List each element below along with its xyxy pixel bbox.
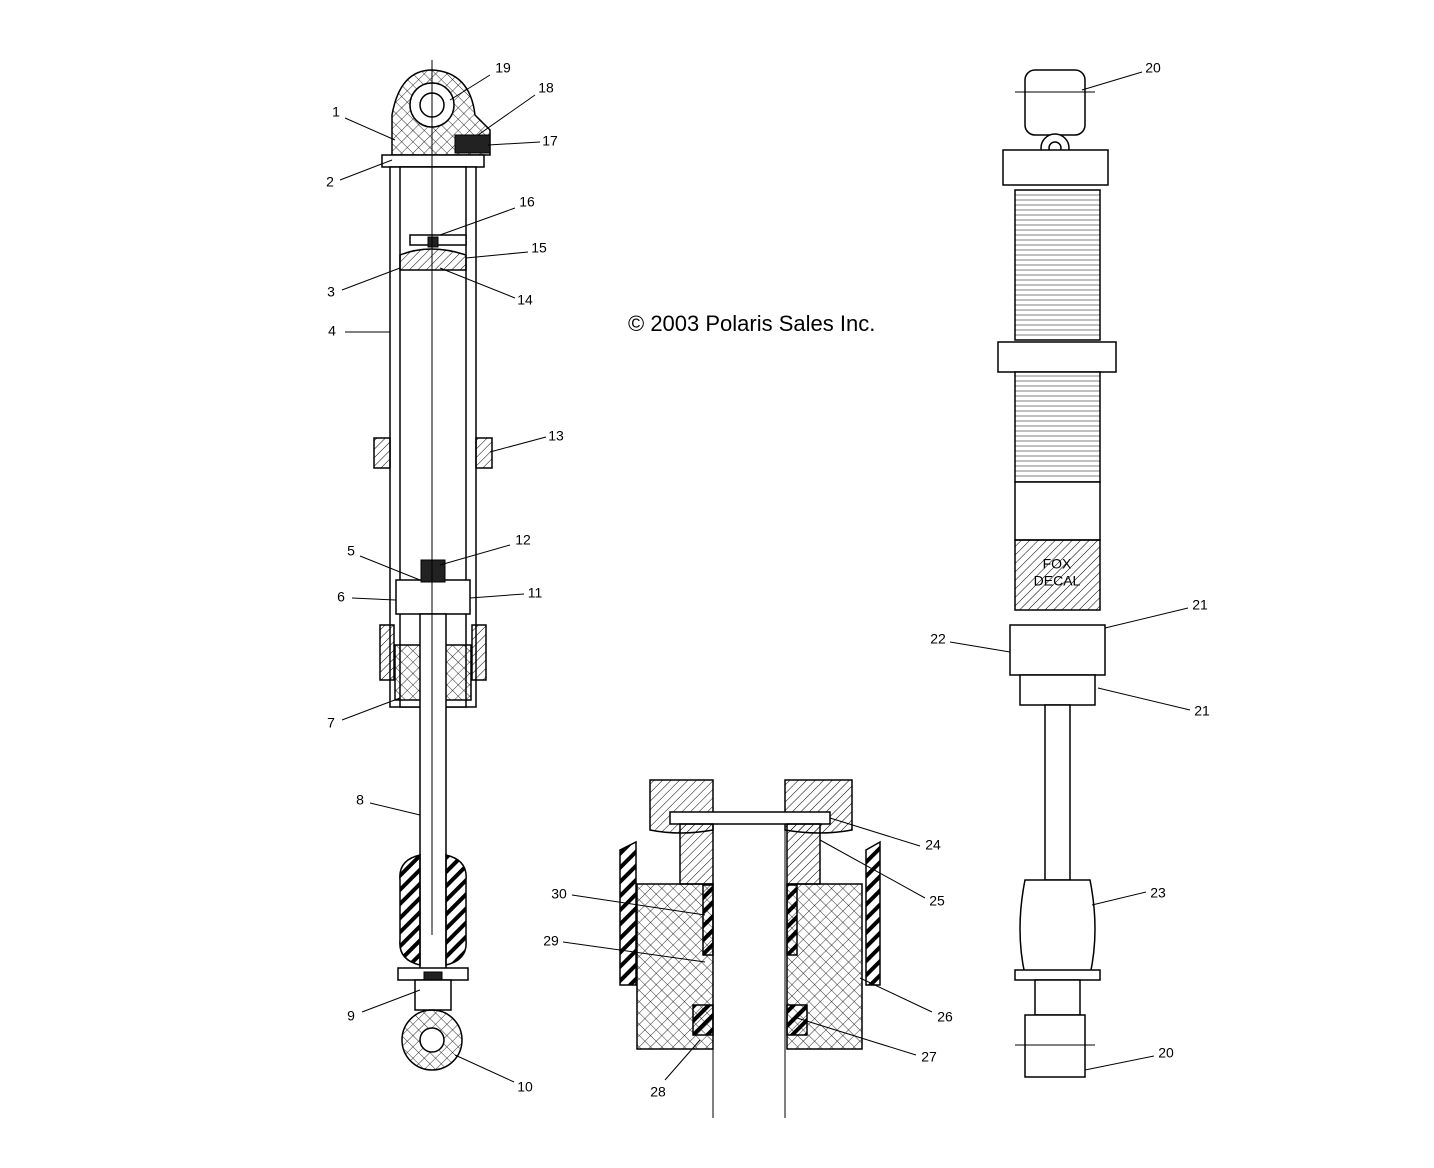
callout-13: 13 xyxy=(548,428,564,444)
callout-19: 19 xyxy=(495,60,511,76)
callout-20-top: 20 xyxy=(1145,60,1161,76)
callout-4: 4 xyxy=(328,323,336,339)
spring-coils xyxy=(1015,194,1100,477)
callout-7: 7 xyxy=(327,715,335,731)
callout-9: 9 xyxy=(347,1008,355,1024)
callout-20-bottom: 20 xyxy=(1158,1045,1174,1061)
callout-12: 12 xyxy=(515,532,531,548)
copyright-text: © 2003 Polaris Sales Inc. xyxy=(628,311,875,336)
callout-6: 6 xyxy=(337,589,345,605)
callout-26: 26 xyxy=(937,1009,953,1025)
callout-23: 23 xyxy=(1150,885,1166,901)
decal-text-line-2: DECAL xyxy=(1034,573,1081,589)
callout-27: 27 xyxy=(921,1049,937,1065)
callout-22: 22 xyxy=(930,631,946,647)
callout-16: 16 xyxy=(519,194,535,210)
callout-labels: 19 18 1 17 2 16 15 3 14 4 13 12 5 6 11 7… xyxy=(326,60,1210,1100)
callout-28: 28 xyxy=(650,1084,666,1100)
callout-30: 30 xyxy=(551,886,567,902)
exterior-view: FOX DECAL xyxy=(997,69,1117,1078)
callout-15: 15 xyxy=(531,240,547,256)
callout-24: 24 xyxy=(925,837,941,853)
callout-17: 17 xyxy=(542,133,558,149)
callout-8: 8 xyxy=(356,792,364,808)
leader-lines xyxy=(339,71,1191,1083)
callout-18: 18 xyxy=(538,80,554,96)
callout-14: 14 xyxy=(517,292,533,308)
callout-3: 3 xyxy=(327,284,335,300)
callout-5: 5 xyxy=(347,543,355,559)
decal-text-line-1: FOX xyxy=(1043,556,1072,572)
callout-11: 11 xyxy=(528,585,543,601)
callout-29: 29 xyxy=(543,933,559,949)
cross-section-view xyxy=(373,60,493,1071)
callout-21-upper: 21 xyxy=(1192,597,1208,613)
callout-2: 2 xyxy=(326,174,334,190)
callout-25: 25 xyxy=(929,893,945,909)
callout-21-lower: 21 xyxy=(1194,703,1210,719)
seal-detail-view xyxy=(619,779,881,1118)
callout-10: 10 xyxy=(517,1079,533,1095)
callout-1: 1 xyxy=(332,104,340,120)
